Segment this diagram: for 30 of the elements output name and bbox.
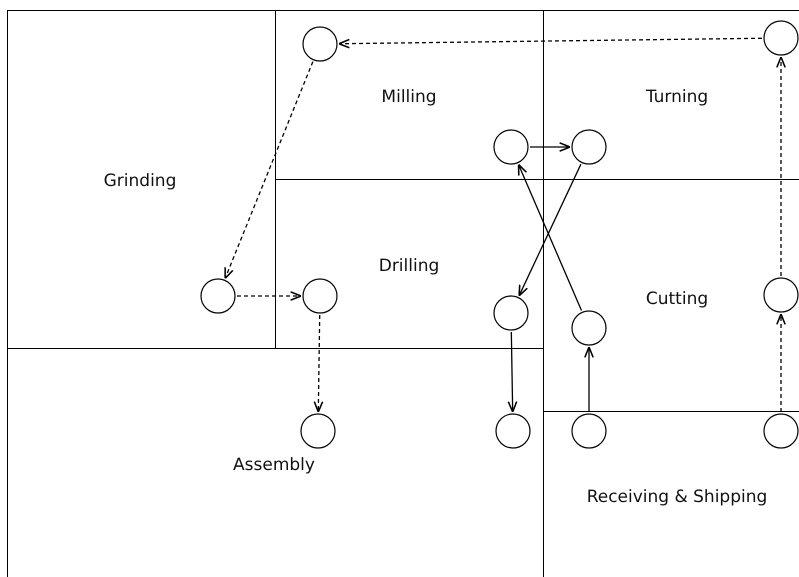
station-circle — [763, 20, 799, 56]
flow-arrow — [776, 56, 786, 276]
department-area — [7, 10, 276, 349]
department-label: Milling — [381, 87, 437, 107]
department-label: Cutting — [646, 289, 708, 309]
flow-arrow — [338, 38, 762, 49]
station-circle — [763, 277, 799, 313]
flow-arrow — [224, 61, 314, 280]
station-circle — [200, 278, 236, 314]
station-circle — [495, 413, 531, 449]
department-label: Assembly — [233, 455, 315, 475]
department-label: Grinding — [104, 171, 176, 191]
department-label: Drilling — [378, 256, 440, 276]
department-label: Receiving & Shipping — [586, 487, 768, 507]
station-circle — [493, 295, 529, 331]
department-label: Turning — [646, 87, 708, 107]
station-circle — [493, 129, 529, 165]
flow-arrow — [584, 346, 594, 412]
station-circle — [571, 413, 607, 449]
station-circle — [571, 129, 607, 165]
flow-arrow — [237, 291, 302, 301]
station-circle — [302, 26, 338, 62]
flow-arrow — [776, 313, 786, 412]
flow-arrow — [508, 332, 518, 413]
flow-arrow — [530, 142, 571, 152]
station-circle — [571, 310, 607, 346]
station-circle — [763, 413, 799, 449]
flow-arrow — [314, 314, 324, 413]
station-circle — [300, 413, 336, 449]
station-circle — [302, 278, 338, 314]
